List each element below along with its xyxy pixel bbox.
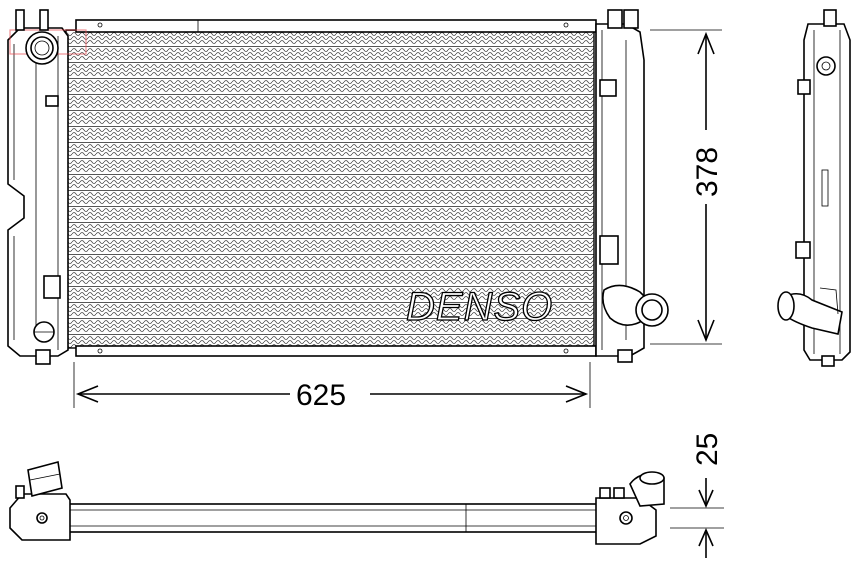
brand-logo: DENSO [406, 285, 553, 329]
dimension-height-label: 378 [691, 147, 724, 197]
bottom-frame [75, 345, 597, 357]
top-frame [75, 19, 597, 33]
left-tank [7, 27, 69, 357]
width-dimension: 625 [73, 362, 591, 412]
side-outlet [777, 287, 843, 335]
lower-outlet [602, 284, 669, 327]
height-dimension: 378 [650, 29, 724, 345]
bottom-left-end [9, 460, 71, 541]
front-view: DENSO [7, 9, 669, 365]
bottom-right-end [595, 471, 665, 545]
thickness-dimension: 25 [670, 433, 724, 558]
bottom-view [9, 460, 665, 545]
dimension-thickness-label: 25 [691, 433, 724, 466]
dimension-width-label: 625 [296, 379, 346, 412]
filler-neck [9, 9, 87, 65]
radiator-core [65, 29, 595, 349]
side-view [777, 9, 851, 367]
